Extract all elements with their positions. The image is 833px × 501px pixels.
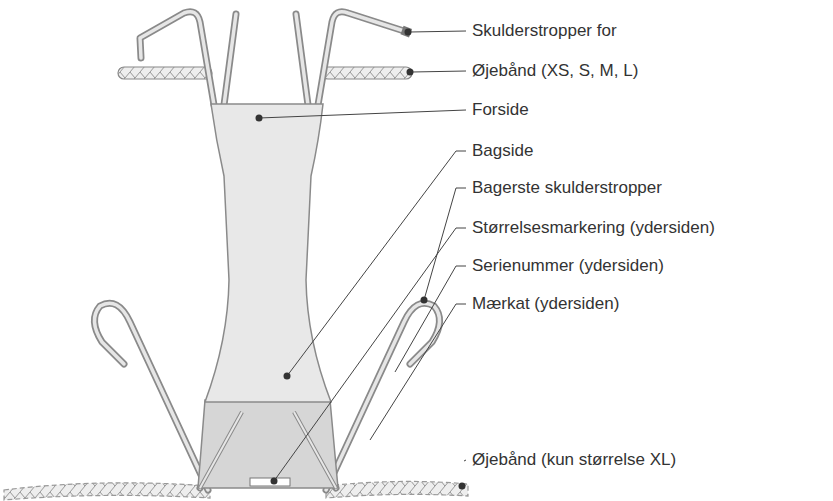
- part-label: Øjebånd (XS, S, M, L): [472, 61, 638, 81]
- eye-band-xl: [4, 483, 210, 500]
- eye-band-xl: [326, 481, 468, 498]
- sling-body: [205, 104, 331, 402]
- eye-band: [118, 67, 212, 79]
- leader-dots: [256, 29, 466, 490]
- size-marking: [250, 478, 290, 486]
- straps: [94, 12, 439, 490]
- part-label: Skulderstropper for: [472, 21, 617, 41]
- part-label: Bagside: [472, 141, 533, 161]
- part-label: Størrelsesmarkering (ydersiden): [472, 218, 715, 238]
- part-label: Mærkat (ydersiden): [472, 294, 619, 314]
- eye-band: [322, 67, 412, 79]
- part-label: Forside: [472, 100, 529, 120]
- part-label: Bagerste skulderstropper: [472, 178, 662, 198]
- back-panel: [198, 400, 338, 488]
- part-label: Serienummer (ydersiden): [472, 256, 664, 276]
- part-label: Øjebånd (kun størrelse XL): [472, 450, 676, 470]
- leader-lines: [259, 31, 466, 481]
